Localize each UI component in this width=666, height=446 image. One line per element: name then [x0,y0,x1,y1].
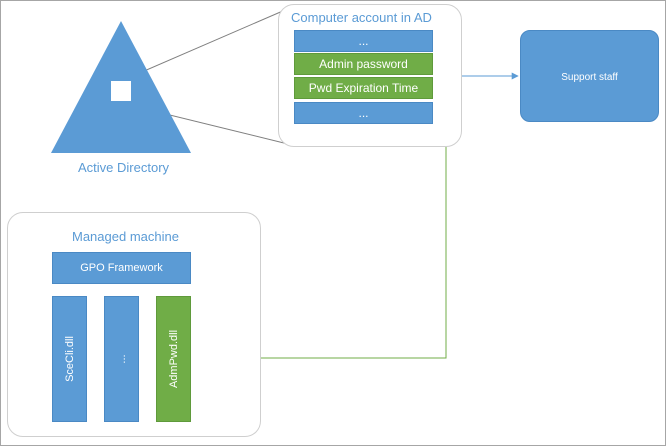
account-field-admin-password: Admin password [294,53,433,75]
support-staff-label: Support staff [561,72,618,83]
account-field-ellipsis-top: ... [294,30,433,52]
extension-label: ... [115,354,128,364]
extension-admpwd-dll: AdmPwd.dll [156,296,191,422]
computer-account-title: Computer account in AD [291,10,432,25]
account-field-label: ... [358,106,369,120]
managed-machine-title: Managed machine [72,229,179,244]
extension-ellipsis: ... [104,296,139,422]
account-to-admpwd-arrow [193,76,447,362]
account-field-pwd-expiration-time: Pwd Expiration Time [294,77,433,99]
gpo-framework-box: GPO Framework [52,252,191,284]
gpo-framework-label: GPO Framework [80,262,163,274]
account-field-label: Admin password [319,57,408,71]
computer-account-panel [278,4,462,147]
account-field-ellipsis-bottom: ... [294,102,433,124]
extension-label: SceCli.dll [63,336,76,382]
account-field-label: ... [358,34,369,48]
account-field-label: Pwd Expiration Time [308,81,419,95]
ad-to-account-line-top [120,6,293,82]
active-directory-object-square [111,81,131,101]
active-directory-label: Active Directory [78,160,170,175]
support-staff-box: Support staff [520,30,659,122]
extension-scecli-dll: SceCli.dll [52,296,87,422]
extension-label: AdmPwd.dll [167,329,180,389]
